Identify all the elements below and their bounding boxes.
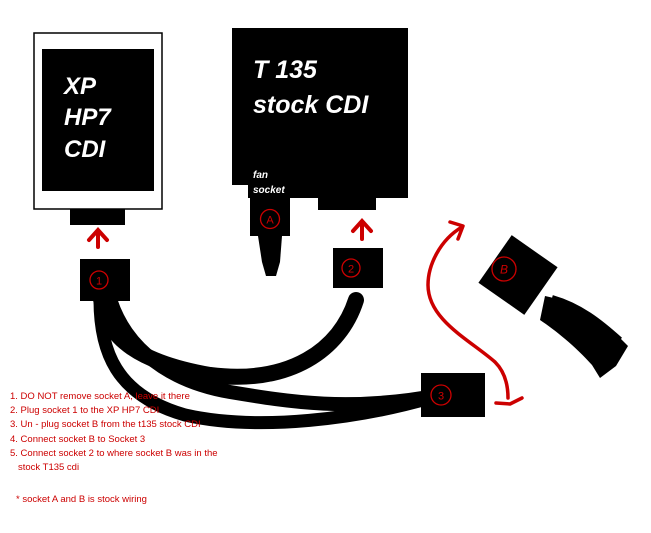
instruction-step-4: 4. Connect socket B to Socket 3 xyxy=(10,433,146,445)
socket-a: A xyxy=(250,198,290,276)
instruction-step-1: 1. DO NOT remove socket A, leave it ther… xyxy=(10,391,190,402)
xp-cdi-label-line2: HP7 xyxy=(64,104,112,131)
curved-arrow-socket-b-to-3 xyxy=(426,220,524,406)
socket-2-label: 2 xyxy=(348,264,354,276)
arrow-to-stock-cdi xyxy=(351,218,373,241)
xp-hp7-cdi-unit: XP HP7 CDI xyxy=(33,32,163,225)
socket-1: 1 xyxy=(80,259,130,301)
socket-2: 2 xyxy=(333,248,383,288)
socket-3-label: 3 xyxy=(438,391,444,403)
socket-1-label: 1 xyxy=(96,276,102,288)
instruction-step-2: 2. Plug socket 1 to the XP HP7 CDI xyxy=(10,405,160,417)
fan-socket-label-line2: socket xyxy=(253,185,285,196)
stock-wiring-footnote: * socket A and B is stock wiring xyxy=(16,494,147,505)
fan-socket-label-line1: fan xyxy=(253,170,268,181)
xp-cdi-label-line3: CDI xyxy=(64,136,107,163)
xp-cdi-port xyxy=(70,209,125,225)
stock-cdi-label-line1: T 135 xyxy=(253,56,318,84)
socket-3: 3 xyxy=(421,373,485,417)
socket-b-label: B xyxy=(500,263,508,277)
instruction-step-5-continued: stock T135 cdi xyxy=(18,462,80,474)
arrow-to-xp-cdi xyxy=(87,227,109,249)
t135-stock-cdi-unit: T 135 stock CDI fan socket xyxy=(232,28,408,210)
instruction-step-5: 5. Connect socket 2 to where socket B wa… xyxy=(10,447,218,459)
wiring-harness xyxy=(92,284,447,430)
xp-cdi-label-line1: XP xyxy=(62,73,97,100)
stock-cdi-port xyxy=(318,198,376,210)
instructions-list: 1. DO NOT remove socket A, leave it ther… xyxy=(10,390,310,475)
instruction-step-3: 3. Un - plug socket B from the t135 stoc… xyxy=(10,419,201,431)
socket-b: B xyxy=(478,235,628,378)
stock-cdi-label-line2: stock CDI xyxy=(253,91,369,119)
socket-a-label: A xyxy=(266,215,274,227)
